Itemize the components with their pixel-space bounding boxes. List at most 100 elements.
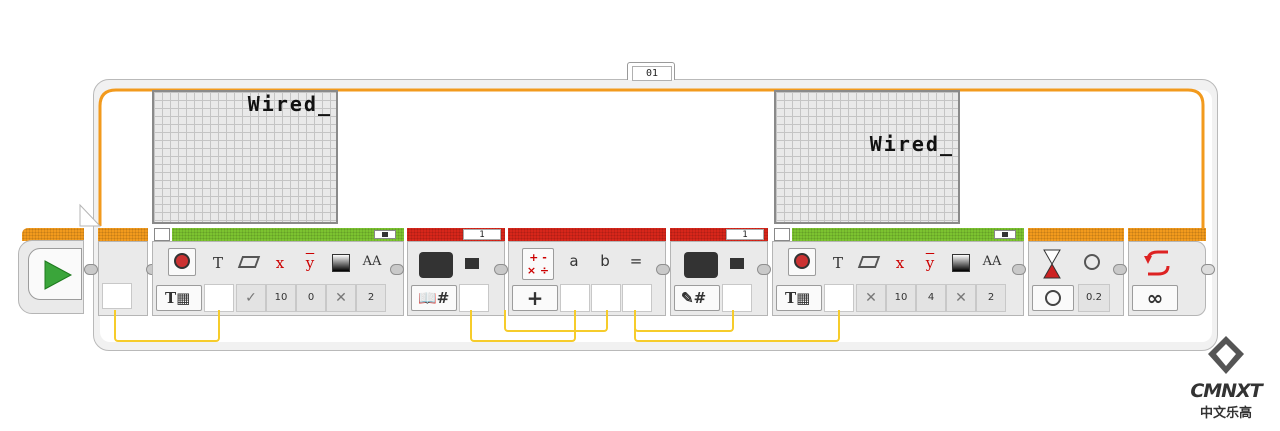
math-input-a[interactable] — [560, 284, 590, 312]
param-color-input[interactable]: ✕ — [946, 284, 976, 312]
text-grid-icon: T▦ — [165, 289, 191, 307]
data-wire-variable-to-math-b[interactable] — [504, 310, 608, 332]
math-block[interactable]: + - × ÷ a b = + — [508, 228, 666, 316]
sequence-plug-4[interactable] — [656, 264, 670, 275]
variable-block-read[interactable]: 1 📖# — [407, 228, 505, 316]
write-numeric-icon: ✎# — [681, 289, 707, 307]
display-icon — [168, 248, 196, 276]
op-times: × — [526, 264, 537, 277]
loop-name[interactable]: 01 — [632, 66, 672, 81]
preview-toggle-icon[interactable] — [774, 228, 790, 241]
brick-icon-small — [730, 258, 744, 269]
param-x-icon: x — [895, 254, 905, 272]
math-block-header — [508, 228, 666, 241]
loop-index-output[interactable] — [102, 283, 132, 309]
param-font-input[interactable]: 2 — [976, 284, 1006, 312]
start-block[interactable] — [18, 228, 84, 314]
variable-input-2[interactable] — [722, 284, 752, 312]
data-wire-math-to-display-text[interactable] — [634, 310, 840, 342]
op-divide: ÷ — [539, 264, 550, 277]
port-selector-2[interactable] — [994, 230, 1016, 239]
loop-mode-selector[interactable]: ∞ — [1132, 285, 1178, 311]
display-eye-icon — [174, 253, 190, 269]
play-icon — [44, 260, 73, 290]
variable-output-1[interactable] — [459, 284, 489, 312]
read-numeric-icon: 📖# — [418, 289, 450, 307]
sequence-plug-end[interactable] — [1201, 264, 1215, 275]
param-x-input[interactable]: 10 — [886, 284, 916, 312]
wait-block-header — [1028, 228, 1124, 241]
display-block-2-header — [792, 228, 1024, 241]
param-clear-input[interactable]: ✓ — [236, 284, 266, 312]
wait-block[interactable]: 0.2 — [1028, 228, 1124, 316]
hourglass-icon — [1043, 249, 1061, 279]
input-b-label: b — [600, 252, 610, 270]
param-text-input[interactable] — [204, 284, 234, 312]
text-grid-icon: T▦ — [785, 289, 811, 307]
variable-name-2[interactable]: 1 — [726, 229, 764, 240]
data-wire-loop-index-to-display-text[interactable] — [114, 310, 220, 342]
sequence-plug-6[interactable] — [1012, 264, 1026, 275]
param-font-icon: AA — [362, 254, 382, 269]
param-clear-input[interactable]: ✕ — [856, 284, 886, 312]
loop-end-block[interactable]: ∞ — [1128, 228, 1206, 316]
param-text-input[interactable] — [824, 284, 854, 312]
param-font-icon: AA — [982, 254, 1002, 269]
display-mode-selector-2[interactable]: T▦ — [776, 285, 822, 311]
variable-mode-selector-1[interactable]: 📖# — [411, 285, 457, 311]
display-preview-text-1: Wired_ — [247, 92, 332, 116]
input-a-label: a — [569, 252, 579, 270]
param-color-input[interactable]: ✕ — [326, 284, 356, 312]
loop-name-tab[interactable]: 01 — [627, 62, 675, 81]
variable-mode-label-2: # — [693, 289, 707, 307]
sequence-plug-start[interactable] — [84, 264, 98, 275]
display-block-2[interactable]: T▦ T x y AA ✕ 10 4 ✕ 2 — [772, 228, 1024, 316]
start-button[interactable] — [28, 248, 82, 300]
op-plus: + — [529, 251, 539, 264]
display-block-1-header — [172, 228, 404, 241]
param-y-icon: y — [925, 254, 935, 272]
timer-icon — [1084, 254, 1100, 270]
sequence-plug-3[interactable] — [494, 264, 508, 275]
watermark-logo: CMNXT 中文乐高 — [1178, 334, 1274, 426]
display-block-1[interactable]: T▦ T x y AA ✓ 10 0 ✕ 2 — [152, 228, 404, 316]
wait-mode-selector[interactable] — [1032, 285, 1074, 311]
color-icon — [332, 254, 350, 272]
sequence-plug-2[interactable] — [390, 264, 404, 275]
param-text-icon: T — [212, 254, 223, 272]
math-ops-icon: + - × ÷ — [522, 248, 554, 280]
loop-end-header — [1128, 228, 1206, 241]
math-mode-selector[interactable]: + — [512, 285, 558, 311]
variable-name-1[interactable]: 1 — [463, 229, 501, 240]
display-eye-icon — [794, 253, 810, 269]
op-minus: - — [542, 251, 547, 264]
param-y-input[interactable]: 4 — [916, 284, 946, 312]
param-font-input[interactable]: 2 — [356, 284, 386, 312]
display-mode-selector-1[interactable]: T▦ — [156, 285, 202, 311]
loop-start-block[interactable] — [98, 228, 148, 316]
math-result-output[interactable] — [622, 284, 652, 312]
param-x-input[interactable]: 10 — [266, 284, 296, 312]
display-preview-2[interactable]: Wired_ — [774, 90, 960, 224]
brick-icon-small — [465, 258, 479, 269]
param-y-input[interactable]: 0 — [296, 284, 326, 312]
variable-mode-selector-2[interactable]: ✎# — [674, 285, 720, 311]
param-text-icon: T — [832, 254, 843, 272]
math-input-b[interactable] — [591, 284, 621, 312]
data-wire-variable-to-math-a[interactable] — [470, 310, 576, 342]
sequence-plug-5[interactable] — [757, 264, 771, 275]
port-selector-1[interactable] — [374, 230, 396, 239]
wait-seconds-input[interactable]: 0.2 — [1078, 284, 1110, 312]
color-icon — [952, 254, 970, 272]
sequence-plug-7[interactable] — [1113, 264, 1127, 275]
timer-mode-icon — [1045, 290, 1061, 306]
start-block-header — [22, 228, 84, 241]
suitcase-icon — [684, 252, 718, 278]
variable-block-write[interactable]: 1 ✎# — [670, 228, 768, 316]
preview-toggle-icon[interactable] — [154, 228, 170, 241]
watermark-subtitle: 中文乐高 — [1199, 406, 1252, 421]
loop-arrow-icon — [1144, 250, 1170, 276]
param-y-icon: y — [305, 254, 315, 272]
cmnxt-logo-icon — [1208, 336, 1244, 374]
display-preview-1[interactable]: Wired_ — [152, 90, 338, 224]
